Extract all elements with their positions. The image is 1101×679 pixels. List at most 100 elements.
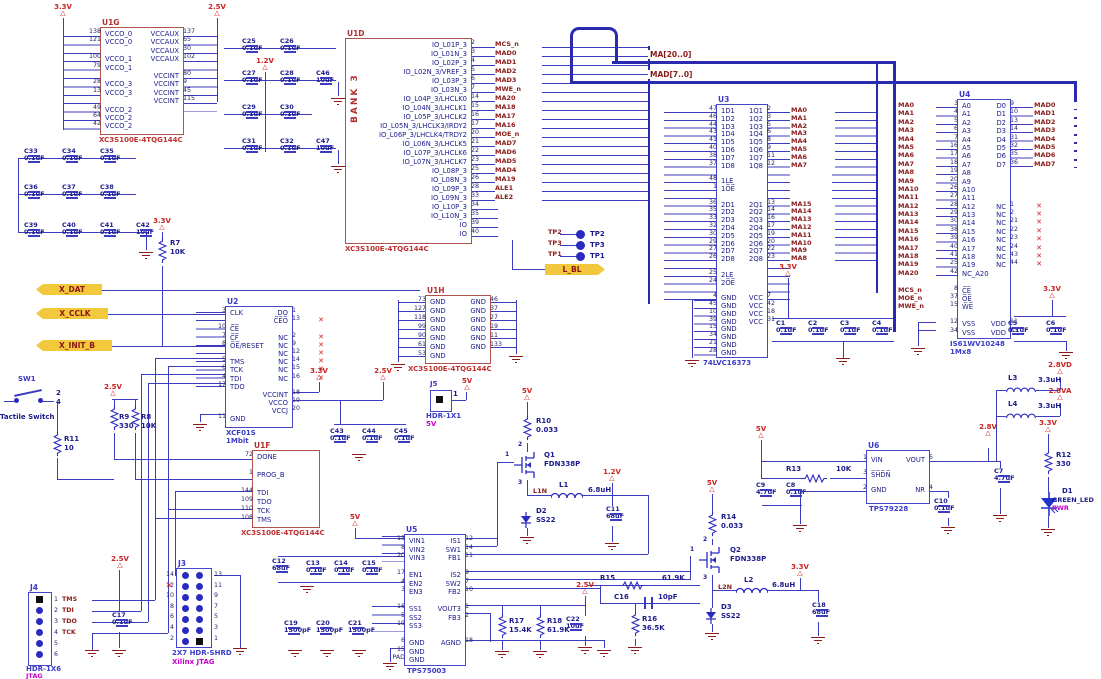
inductor-symbol[interactable]	[1006, 384, 1036, 393]
net-flag-xdat[interactable]: X_DAT	[36, 284, 102, 295]
resistor-symbol[interactable]	[110, 406, 119, 433]
wire	[583, 495, 648, 496]
net-flag-lbl[interactable]: L_BL	[545, 264, 605, 275]
pin-row	[962, 304, 1006, 312]
pin-name: VCCO_2	[105, 122, 133, 131]
led-symbol-d1[interactable]	[1038, 492, 1060, 516]
mosfet-symbol-q1[interactable]	[514, 450, 540, 480]
resistor-symbol[interactable]	[523, 416, 532, 443]
diode-symbol-d2[interactable]	[519, 512, 533, 528]
resistor-symbol[interactable]	[53, 432, 62, 459]
resistor-symbol[interactable]	[802, 474, 830, 483]
resistor-symbol[interactable]	[536, 614, 545, 641]
pin-number: 20	[471, 129, 480, 136]
net-label: MA6	[898, 152, 934, 159]
net-flag-xinitb[interactable]: X_INIT_B	[36, 340, 112, 351]
pin-number: 19	[292, 397, 301, 405]
resistor-symbol[interactable]	[158, 238, 167, 266]
inductor-symbol[interactable]	[736, 584, 768, 594]
mosfet-symbol-q2[interactable]	[699, 545, 725, 575]
resistor-symbol[interactable]	[1044, 450, 1053, 477]
testpoint-tp1[interactable]	[576, 252, 585, 261]
resistor-symbol[interactable]	[708, 512, 717, 539]
inductor-symbol[interactable]	[1006, 410, 1036, 419]
resistor-symbol[interactable]	[131, 406, 140, 433]
inductor-ref: L1	[559, 481, 569, 489]
pin-number: 100	[88, 53, 101, 61]
inductor-symbol[interactable]	[551, 489, 583, 499]
net-flag-xcclk[interactable]: X_CCLK	[36, 308, 108, 319]
pin-name: VIN2	[409, 545, 426, 554]
wire	[490, 613, 491, 642]
resistor-symbol[interactable]	[631, 612, 640, 639]
testpoint-tp2[interactable]	[576, 230, 585, 239]
pin-name: IO_L10N_3	[431, 212, 467, 220]
diode-symbol-d3[interactable]	[704, 608, 718, 624]
pin-name: VCCINT	[153, 80, 179, 89]
resistor-symbol[interactable]	[498, 614, 507, 641]
pin-name: GND	[409, 647, 425, 656]
testpoint-tp3[interactable]	[576, 241, 585, 250]
pin-number: 13	[1010, 116, 1019, 124]
resistor-symbol[interactable]	[620, 581, 648, 590]
